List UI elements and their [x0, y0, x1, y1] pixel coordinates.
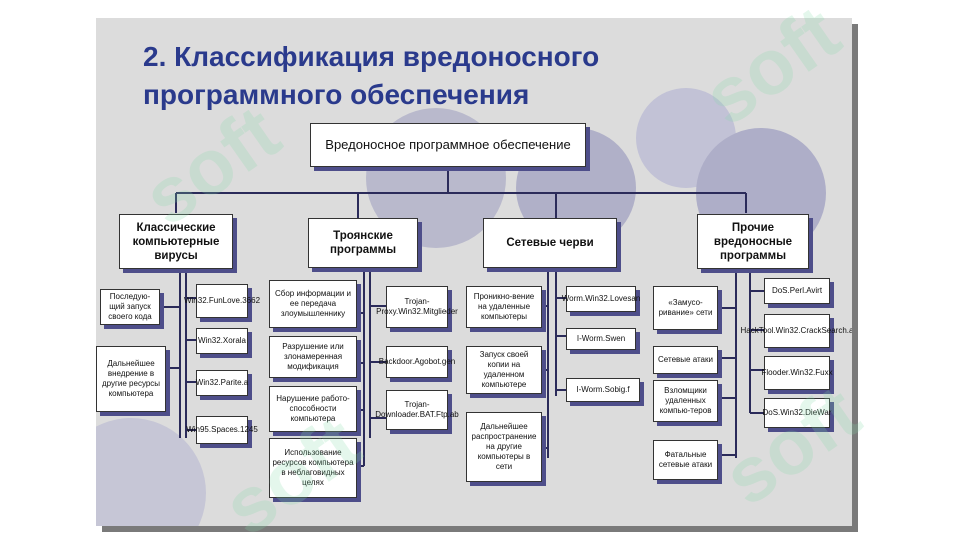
trojan-example-1: Trojan-Proxy.Win32.Mitglieder: [376, 286, 458, 328]
worm-example-1: Worm.Win32.Lovesan: [562, 286, 640, 312]
other-action-2: Сетевые атаки: [653, 346, 718, 374]
category-worms: Сетевые черви: [483, 218, 617, 268]
trojan-example-3: Trojan-Downloader.BAT.Ftp.ab: [375, 390, 459, 430]
virus-example-4: Win95.Spaces.1245: [186, 416, 258, 444]
virus-action-2: Дальнейшее внедрение в другие ресурсы ко…: [96, 346, 166, 412]
virus-action-1: Последую-щий запуск своего кода: [100, 289, 160, 325]
connector-lines: [160, 168, 764, 467]
other-example-3: Flooder.Win32.Fuxx: [761, 356, 833, 390]
virus-example-3: Win32.Parite.a: [196, 370, 248, 396]
category-viruses: Классические компьютерные вирусы: [119, 214, 233, 269]
worm-action-2: Запуск своей копии на удаленном компьюте…: [466, 346, 542, 394]
other-action-3: Взломщики удаленных компью-теров: [653, 380, 718, 422]
category-other: Прочие вредоносные программы: [697, 214, 809, 269]
trojan-action-4: Использование ресурсов компьютера в небл…: [269, 438, 357, 498]
slide: 2. Классификация вредоносного программно…: [96, 18, 852, 526]
worm-example-2: I-Worm.Swen: [566, 328, 636, 350]
worm-action-1: Проникно-вение на удаленные компьютеры: [466, 286, 542, 328]
trojan-action-2: Разрушение или злонамеренная модификация: [269, 336, 357, 378]
other-action-4: Фатальные сетевые атаки: [653, 440, 718, 480]
virus-example-2: Win32.Xorala: [196, 328, 248, 354]
other-action-1: «Замусо-ривание» сети: [653, 286, 718, 330]
trojan-action-1: Сбор информации и ее передача злоумышлен…: [269, 280, 357, 328]
slide-title: 2. Классификация вредоносного программно…: [143, 41, 600, 110]
other-example-2: HackTool.Win32.CrackSearch.a: [741, 314, 852, 348]
worm-example-3: I-Worm.Sobig.f: [566, 378, 640, 402]
other-example-4: DoS.Win32.DieWar: [762, 398, 832, 428]
category-trojans: Троянские программы: [308, 218, 418, 268]
worm-action-3: Дальнейшее распространение на другие ком…: [466, 412, 542, 482]
trojan-example-2: Backdoor.Agobot.gen: [379, 346, 455, 378]
virus-example-1: Win32.FunLove.3662: [184, 284, 260, 318]
trojan-action-3: Нарушение работо-способности компьютера: [269, 386, 357, 432]
other-example-1: DoS.Perl.Avirt: [764, 278, 830, 304]
root-node: Вредоносное программное обеспечение: [310, 123, 586, 167]
